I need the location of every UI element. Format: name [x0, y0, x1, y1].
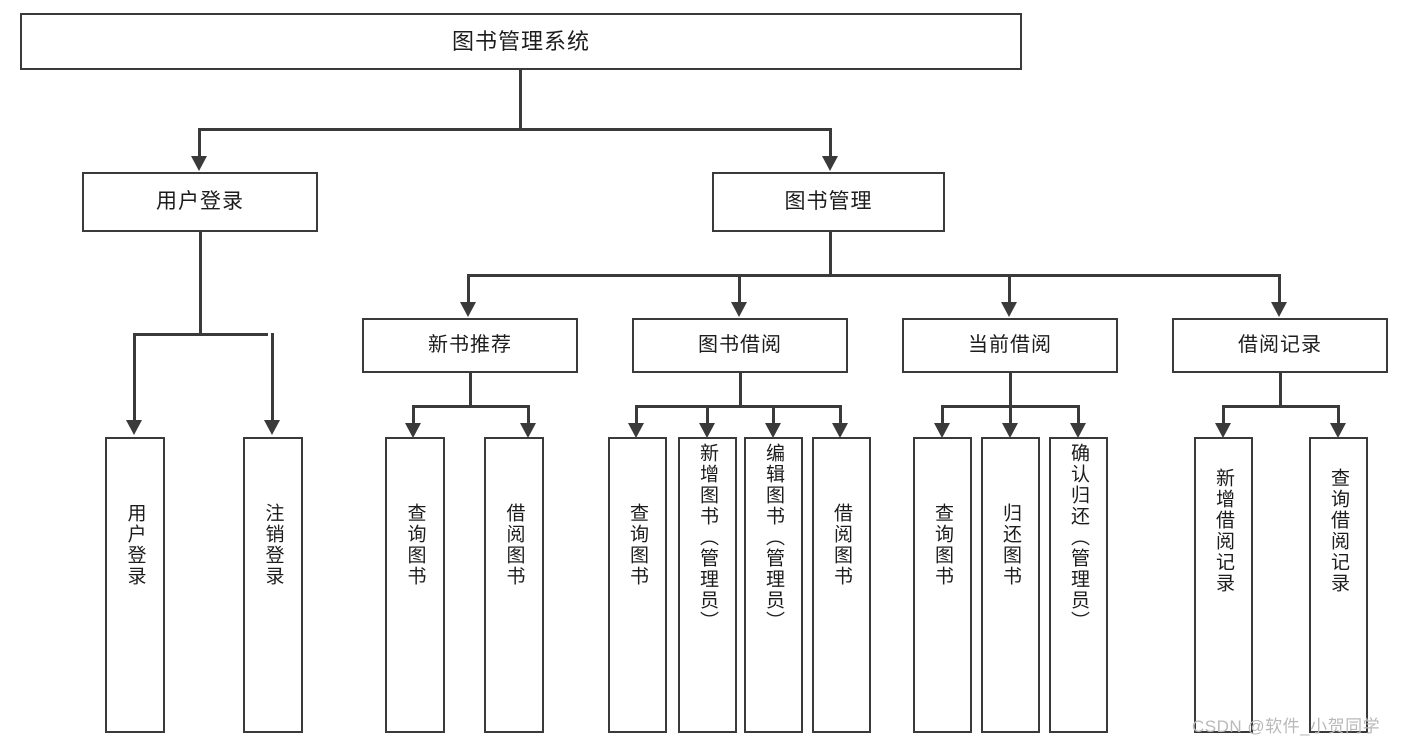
connector-root-bus	[198, 128, 832, 131]
arrow-to-book-borrow	[731, 302, 747, 317]
connector-book-manage-stem	[829, 232, 832, 276]
leaf-return-book[interactable]: 归还图书	[981, 437, 1040, 733]
connector-current-borrow-to-leaf-3	[1077, 405, 1080, 427]
connector-current-borrow-stem	[1009, 373, 1012, 407]
connector-root-to-user-login	[198, 128, 201, 158]
connector-book-borrow-to-leaf-2	[706, 405, 709, 427]
node-label: 查询借阅记录	[1328, 468, 1349, 594]
node-label: 查询图书	[627, 503, 648, 587]
node-label: 新增借阅记录	[1213, 468, 1234, 594]
node-root-system[interactable]: 图书管理系统	[20, 13, 1022, 70]
connector-root-stem	[519, 70, 522, 128]
connector-to-new-book	[467, 274, 470, 304]
leaf-user-login[interactable]: 用户登录	[105, 437, 165, 733]
arrow-root-to-user-login	[191, 156, 207, 171]
leaf-borrow-book[interactable]: 借阅图书	[812, 437, 871, 733]
connector-borrow-record-stem	[1279, 373, 1282, 407]
node-borrow-record[interactable]: 借阅记录	[1172, 318, 1388, 373]
node-label: 借阅记录	[1238, 334, 1322, 356]
connector-current-borrow-to-leaf-1	[941, 405, 944, 427]
leaf-query-book-borrow[interactable]: 查询图书	[608, 437, 667, 733]
leaf-borrow-book-recommend[interactable]: 借阅图书	[484, 437, 544, 733]
node-label: 图书管理	[784, 189, 873, 213]
arrow-to-new-book	[460, 302, 476, 317]
connector-new-book-to-leaf-2	[527, 405, 530, 427]
arrow-current-borrow-to-leaf-1	[934, 423, 950, 438]
node-label: 图书借阅	[698, 334, 782, 356]
connector-book-borrow-stem	[739, 373, 742, 407]
connector-borrow-record-to-leaf-1	[1222, 405, 1225, 427]
node-book-management[interactable]: 图书管理	[712, 172, 945, 232]
node-book-borrow[interactable]: 图书借阅	[632, 318, 848, 373]
connector-to-book-borrow	[738, 274, 741, 304]
node-label: 查询图书	[932, 503, 953, 587]
connector-borrow-record-bus	[1222, 405, 1340, 408]
arrow-to-borrow-record	[1271, 302, 1287, 317]
node-label: 归还图书	[1000, 503, 1021, 587]
leaf-logout[interactable]: 注销登录	[243, 437, 303, 733]
node-label: 确认归还（管理员）	[1068, 443, 1089, 632]
arrow-current-borrow-to-leaf-3	[1070, 423, 1086, 438]
node-user-login[interactable]: 用户登录	[82, 172, 318, 232]
node-label: 编辑图书（管理员）	[763, 443, 784, 632]
node-current-borrow[interactable]: 当前借阅	[902, 318, 1118, 373]
node-label: 借阅图书	[503, 503, 525, 587]
node-label: 新增图书（管理员）	[697, 443, 718, 632]
connector-user-login-bus	[133, 333, 268, 336]
arrow-book-borrow-to-leaf-1	[628, 423, 644, 438]
connector-to-current-borrow	[1008, 274, 1011, 304]
connector-current-borrow-to-leaf-2	[1009, 405, 1012, 427]
connector-book-borrow-to-leaf-1	[635, 405, 638, 427]
leaf-edit-book-admin[interactable]: 编辑图书（管理员）	[744, 437, 803, 733]
connector-borrow-record-to-leaf-2	[1337, 405, 1340, 427]
leaf-query-borrow-record[interactable]: 查询借阅记录	[1309, 437, 1368, 733]
arrow-current-borrow-to-leaf-2	[1002, 423, 1018, 438]
node-new-book-recommend[interactable]: 新书推荐	[362, 318, 578, 373]
arrow-user-login-to-leaf-2	[264, 420, 280, 435]
arrow-new-book-to-leaf-1	[405, 423, 421, 438]
arrow-borrow-record-to-leaf-2	[1330, 423, 1346, 438]
connector-user-login-stem	[199, 232, 202, 335]
node-label: 借阅图书	[831, 503, 852, 587]
arrow-root-to-book-manage	[822, 156, 838, 171]
arrow-user-login-to-leaf-1	[126, 420, 142, 435]
connector-user-login-to-leaf-2	[271, 333, 274, 422]
connector-book-manage-bus	[467, 274, 1281, 277]
connector-book-borrow-bus	[635, 405, 842, 408]
node-label: 新书推荐	[428, 334, 512, 356]
leaf-add-borrow-record[interactable]: 新增借阅记录	[1194, 437, 1253, 733]
node-label: 查询图书	[404, 503, 426, 587]
arrow-new-book-to-leaf-2	[520, 423, 536, 438]
node-label: 当前借阅	[968, 334, 1052, 356]
connector-new-book-bus	[412, 405, 530, 408]
connector-book-borrow-to-leaf-3	[772, 405, 775, 427]
node-label: 注销登录	[262, 503, 284, 587]
node-label: 用户登录	[124, 503, 146, 587]
connector-new-book-stem	[469, 373, 472, 407]
arrow-borrow-record-to-leaf-1	[1215, 423, 1231, 438]
arrow-book-borrow-to-leaf-3	[765, 423, 781, 438]
leaf-query-book-current[interactable]: 查询图书	[913, 437, 972, 733]
arrow-to-current-borrow	[1001, 302, 1017, 317]
connector-user-login-to-leaf-1	[133, 333, 136, 422]
arrow-book-borrow-to-leaf-4	[832, 423, 848, 438]
connector-new-book-to-leaf-1	[412, 405, 415, 427]
node-label: 图书管理系统	[451, 28, 590, 54]
leaf-add-book-admin[interactable]: 新增图书（管理员）	[678, 437, 737, 733]
leaf-confirm-return-admin[interactable]: 确认归还（管理员）	[1049, 437, 1108, 733]
node-label: 用户登录	[156, 189, 244, 213]
connector-book-borrow-to-leaf-4	[839, 405, 842, 427]
leaf-query-book-recommend[interactable]: 查询图书	[385, 437, 445, 733]
connector-to-borrow-record	[1278, 274, 1281, 304]
arrow-book-borrow-to-leaf-2	[699, 423, 715, 438]
connector-root-to-book-manage	[829, 128, 832, 158]
